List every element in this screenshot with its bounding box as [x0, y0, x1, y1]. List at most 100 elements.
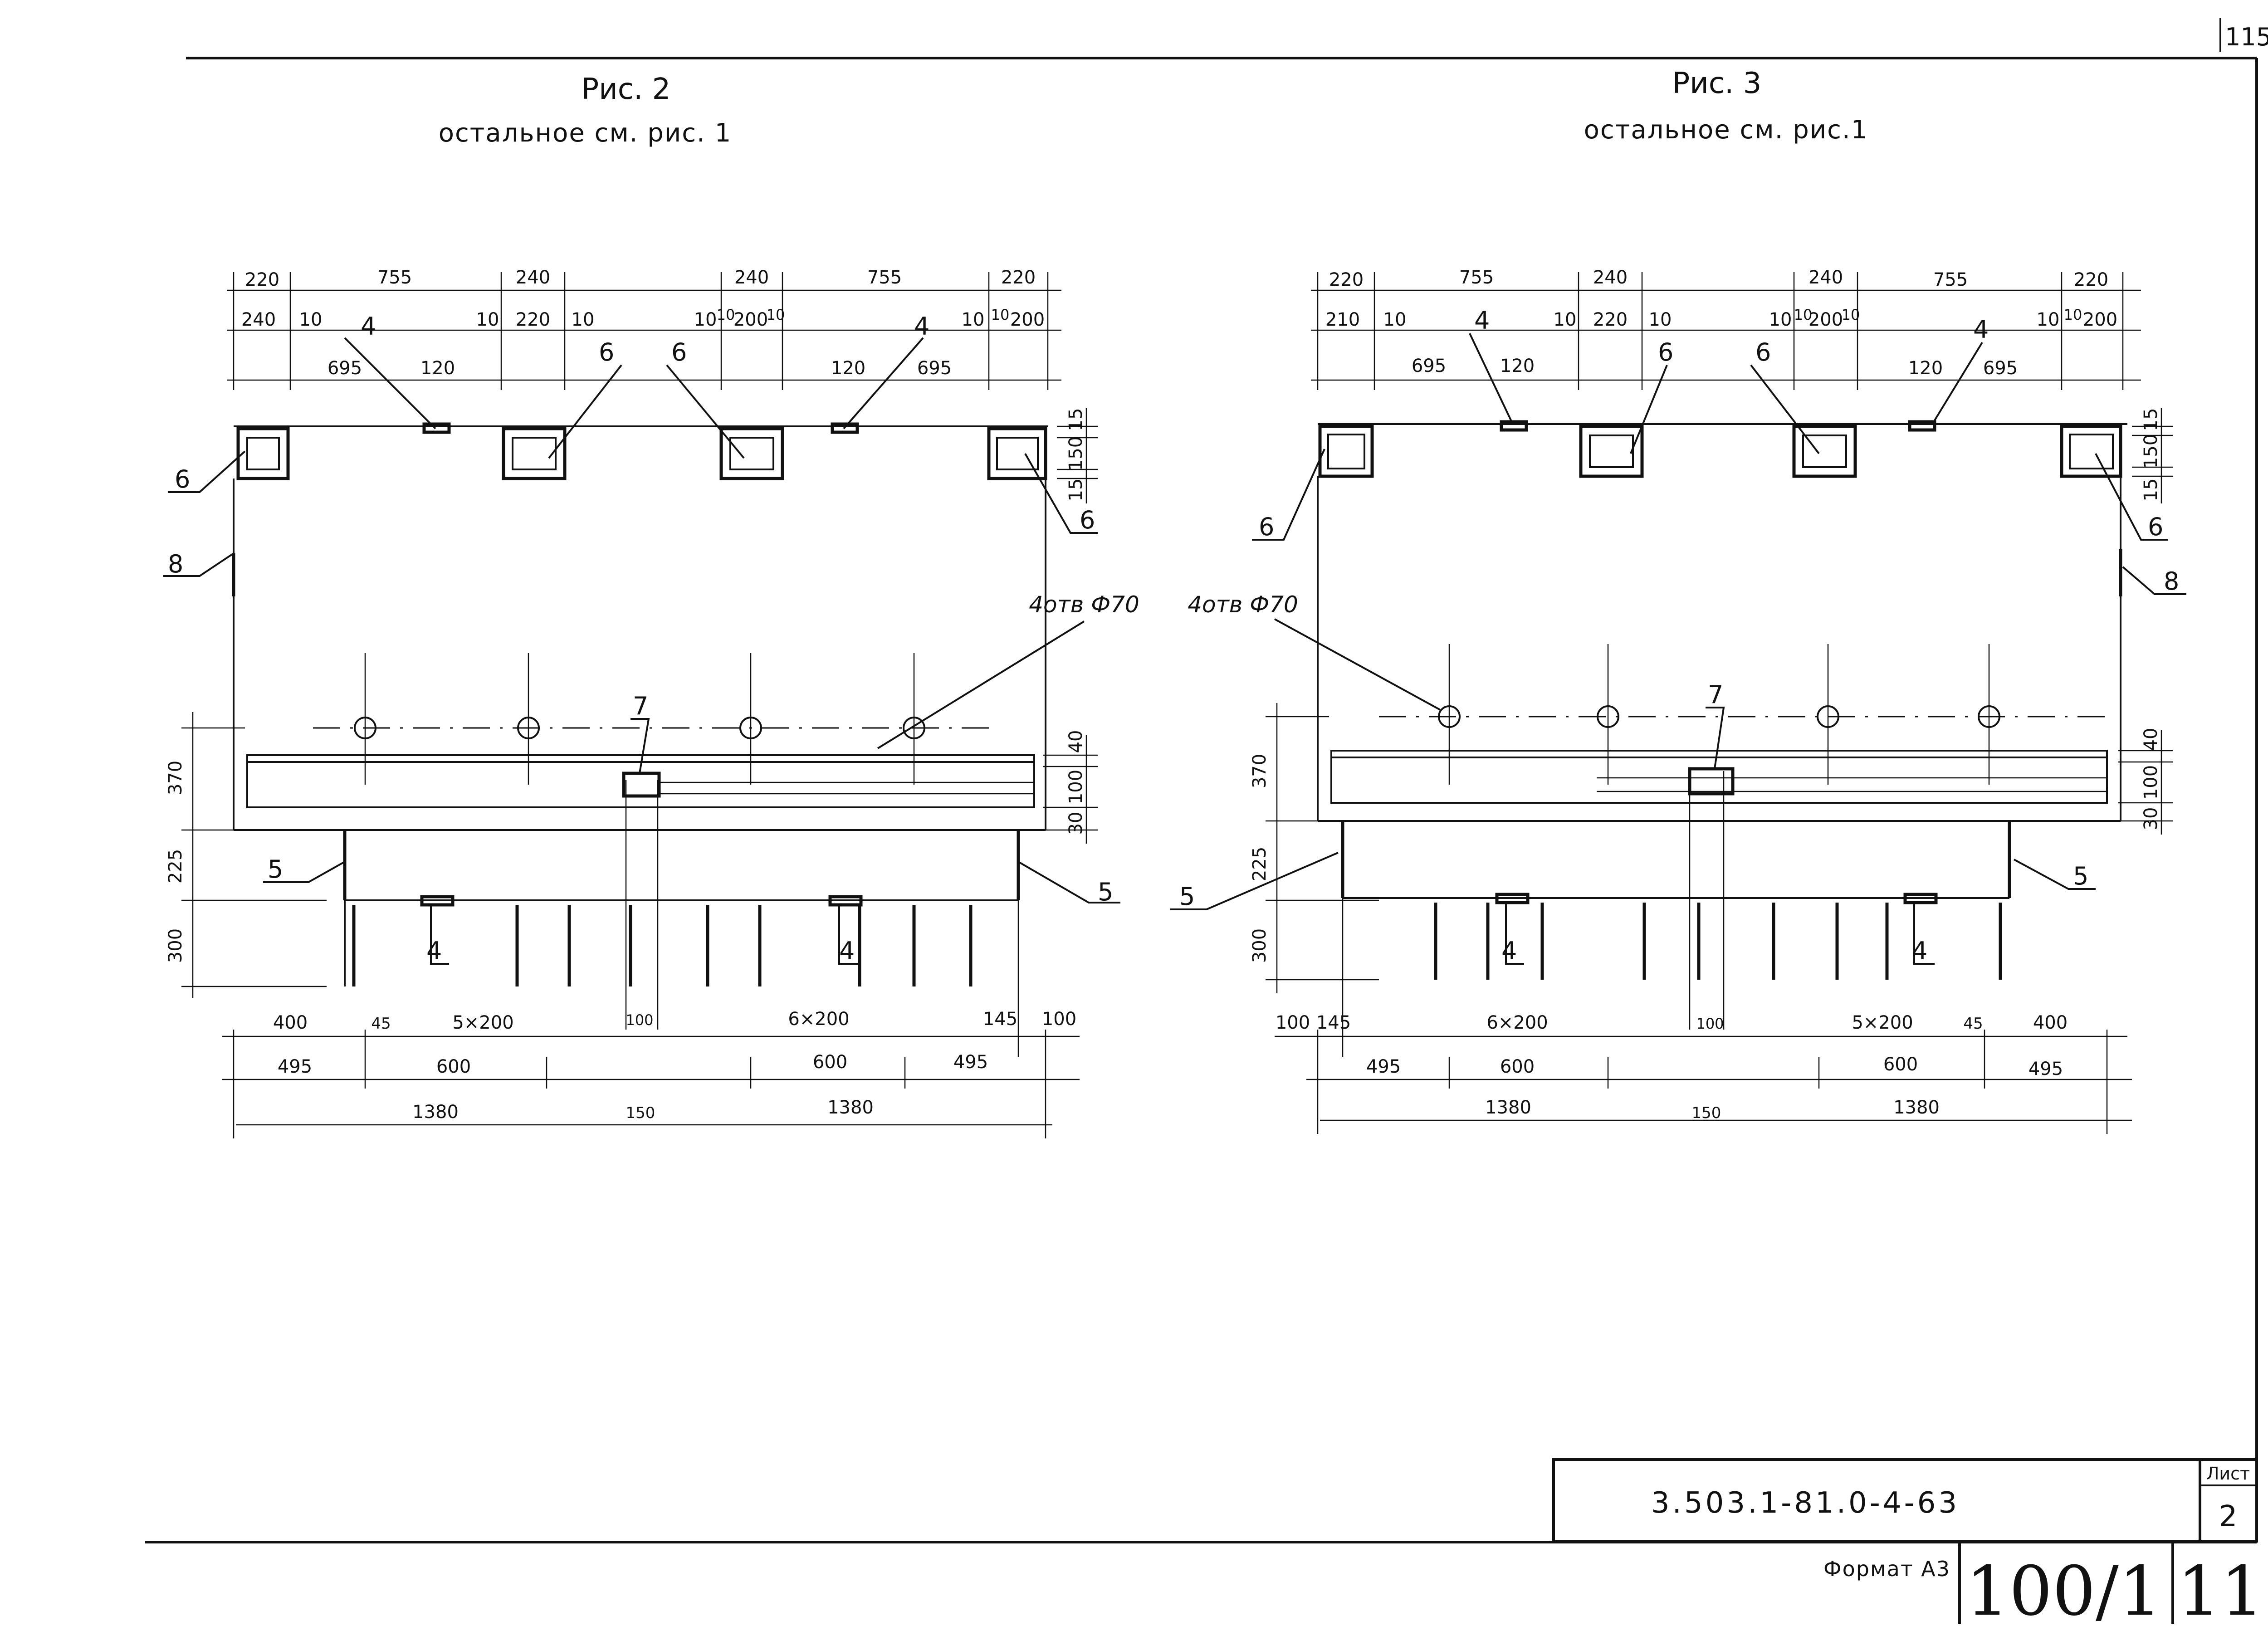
- fig2-top-dim-6: 220: [1001, 267, 1036, 288]
- fig2-bottom3-dim-2: 150: [626, 1104, 655, 1122]
- fig3-left-dim-3: 300: [1249, 928, 1270, 963]
- fig3-bottom3-dim-3: 1380: [1893, 1097, 1940, 1118]
- fig2-callout-5-left: 5: [268, 855, 283, 884]
- fig3-bottom3-dim-2: 150: [1692, 1104, 1721, 1122]
- fig2-top-dim-4: 240: [734, 267, 769, 288]
- fig2-callout-4-bottom-left: 4: [426, 937, 442, 965]
- fig2-box-2: [502, 427, 567, 480]
- fig3-top-dim-5: 755: [1933, 269, 1968, 290]
- fig2-callout-6-right: 6: [1080, 506, 1095, 534]
- fig3-bottom-dim-5: 5×200: [1852, 1012, 1913, 1033]
- fig2-mid-dim-11: 10: [991, 306, 1010, 323]
- format-label: Формат А3: [1823, 1557, 1950, 1581]
- fig3-rail-dim-3: 30: [2141, 807, 2161, 830]
- fig3-right-dim-3: 15: [2141, 479, 2161, 502]
- fig3-bottom3-dim-1: 1380: [1485, 1097, 1531, 1118]
- fig2-top-dim-1: 220: [245, 269, 279, 290]
- fig3-rail-dim-1: 40: [2141, 728, 2161, 751]
- fig3-callout-4-top-left: 4: [1474, 306, 1490, 335]
- fig2-hole-note: 4отв Ф70: [1029, 591, 1139, 618]
- fig3-plate-7: [1688, 767, 1735, 796]
- fig3-row3-dim-1: 695: [1412, 356, 1446, 376]
- fig3-right-dim-2: 150: [2141, 434, 2161, 469]
- fig2-bottom2-dim-2: 600: [436, 1056, 471, 1077]
- fig3-mid-dim-4: 220: [1593, 309, 1628, 330]
- page-number: 115: [2177, 1552, 2268, 1624]
- fig2-callout-4-top-left: 4: [361, 312, 376, 341]
- fig2-row3-dim-3: 120: [831, 358, 865, 379]
- fig3-callout-4-bottom-left: 4: [1501, 937, 1517, 965]
- document-code: 3.503.1-81.0-4-63: [1651, 1486, 1960, 1520]
- fig3-top-dim-2: 755: [1459, 267, 1494, 288]
- fig3-callout-7: 7: [1708, 680, 1723, 709]
- fig2-rail-dim-3: 30: [1066, 812, 1086, 835]
- fig2-row3-dim-4: 695: [917, 358, 952, 379]
- figure-2-subtitle: остальное см. рис. 1: [439, 118, 732, 148]
- fig3-left-dim-2: 225: [1249, 847, 1270, 881]
- fig3-mid-dim-9: 10: [1842, 306, 1860, 323]
- fig3-bottom2-dim-2: 600: [1500, 1056, 1535, 1077]
- fig3-bottom2-dim-1: 495: [1366, 1056, 1401, 1077]
- fig2-mid-dim-3: 10: [476, 309, 499, 330]
- fig3-callout-4-top-right: 4: [1973, 315, 1989, 344]
- fig3-bottom-dim-7: 400: [2033, 1012, 2068, 1033]
- fig2-bottom2-dim-4: 495: [953, 1052, 988, 1073]
- title-block: Лист 2 3.503.1-81.0-4-63 Формат А3 100/1…: [1552, 1458, 2268, 1626]
- fig2-box-3: [719, 427, 784, 480]
- fig2-bottom-dim-7: 100: [1042, 1009, 1076, 1030]
- fig2-right-dim-2: 150: [1066, 436, 1086, 471]
- page-number-top: 115: [2225, 23, 2268, 51]
- fig2-callout-7: 7: [633, 692, 648, 720]
- fig2-callout-6-mid-left: 6: [599, 338, 614, 366]
- fig3-mid-dim-8: 200: [1809, 309, 1843, 330]
- fig3-row3-dim-4: 695: [1983, 358, 2018, 379]
- fig3-bottom2-dim-4: 495: [2028, 1059, 2063, 1079]
- fig3-box-3: [1792, 425, 1857, 478]
- fig3-mid-dim-5: 10: [1649, 309, 1672, 330]
- fig3-mid-dim-10: 10: [2037, 309, 2060, 330]
- fig2-row3-dim-2: 120: [420, 358, 455, 379]
- fig3-callout-6-mid-left: 6: [1658, 338, 1673, 366]
- fig3-bottom-dim-4: 100: [1696, 1015, 1724, 1032]
- fig3-mid-dim-12: 200: [2083, 309, 2117, 330]
- fig2-top-dim-3: 240: [516, 267, 550, 288]
- fig2-mid-dim-7: 10: [717, 306, 735, 323]
- fig3-box-right: [2060, 425, 2122, 478]
- fig3-bottom-dim-6: 45: [1963, 1015, 1983, 1033]
- fig3-hole-note: 4отв Ф70: [1188, 591, 1298, 618]
- fig2-bottom-dim-5: 6×200: [788, 1009, 849, 1030]
- fig3-hole-2: [1597, 705, 1619, 728]
- sheet-number: 2: [2219, 1500, 2238, 1533]
- fig2-left-dim-2: 225: [165, 849, 186, 884]
- fig2-mid-dim-2: 10: [299, 309, 323, 330]
- fig2-bottom-dim-6: 145: [983, 1009, 1017, 1030]
- fig2-rail-dim-1: 40: [1066, 730, 1086, 753]
- fig3-hole-1: [1438, 705, 1461, 728]
- figure-3: Рис. 3 остальное см. рис.1 220 755 240 2…: [1170, 67, 2186, 1134]
- fig2-mid-dim-8: 200: [733, 309, 768, 330]
- fig2-hole-1: [354, 717, 376, 739]
- fig3-top-dim-6: 220: [2074, 269, 2108, 290]
- fig2-callout-6-mid-right: 6: [671, 338, 687, 366]
- fig2-callout-6-left: 6: [175, 465, 190, 493]
- fig3-bottom-dim-3: 6×200: [1486, 1012, 1548, 1033]
- fig3-mid-dim-6: 10: [1769, 309, 1792, 330]
- fig3-top-dim-3: 240: [1593, 267, 1628, 288]
- fig3-top-dim-4: 240: [1809, 267, 1843, 288]
- sheet-label: Лист: [2206, 1464, 2250, 1484]
- fig3-top-dim-1: 220: [1329, 269, 1364, 290]
- fig3-callout-8: 8: [2164, 567, 2179, 596]
- fig2-hole-3: [739, 717, 762, 739]
- fig3-row3-dim-3: 120: [1908, 358, 1943, 379]
- fig2-rail-dim-2: 100: [1066, 770, 1086, 804]
- fig2-bottom-dim-4: 100: [626, 1011, 653, 1029]
- figure-2: Рис. 2 остальное см. рис. 1 220 755 240 …: [163, 73, 1139, 1138]
- fig3-hole-3: [1817, 705, 1839, 728]
- fig2-left-dim-3: 300: [165, 928, 186, 963]
- fig2-mid-dim-6: 10: [694, 309, 717, 330]
- fig2-hole-4: [903, 717, 925, 739]
- fig3-rail-dim-2: 100: [2141, 765, 2161, 800]
- fig3-callout-6-mid-right: 6: [1755, 338, 1771, 366]
